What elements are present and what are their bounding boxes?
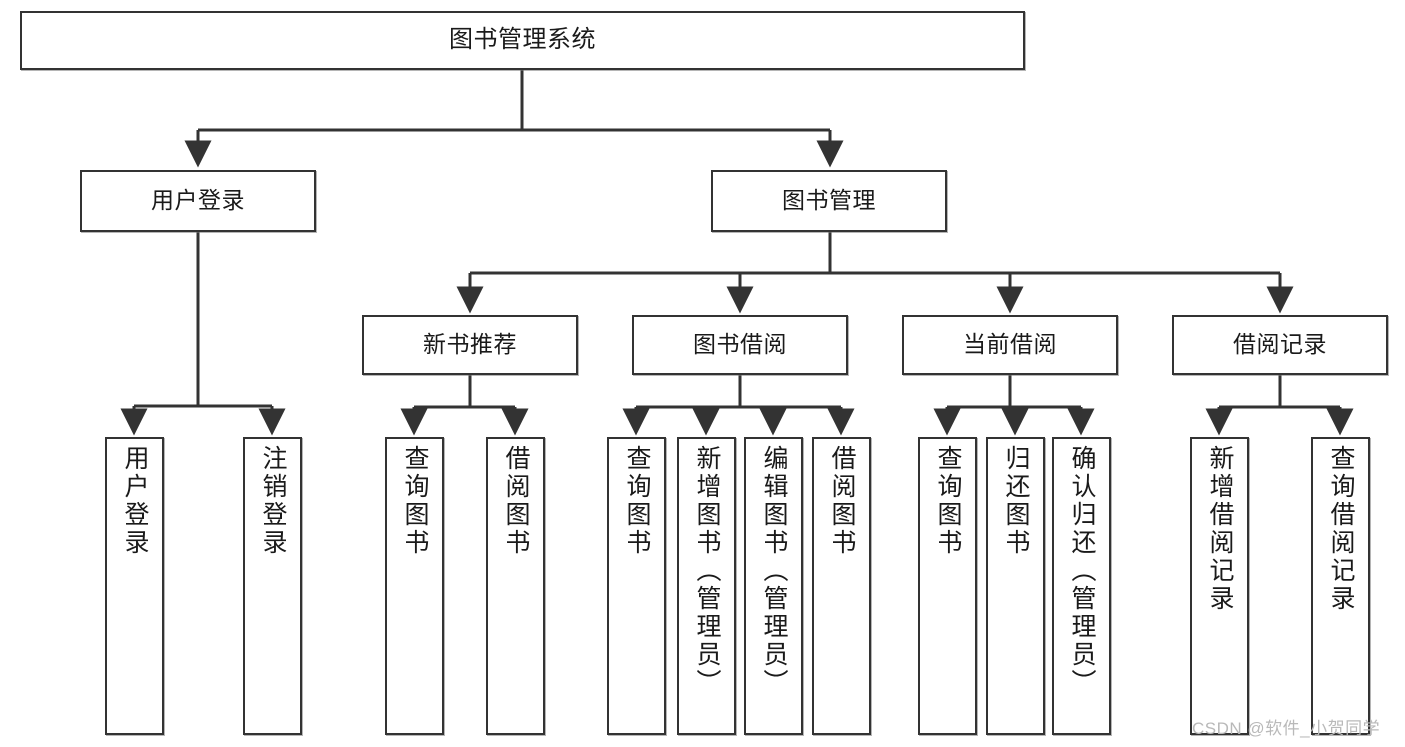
node-borrow-record-label: 借阅记录 bbox=[1233, 331, 1327, 358]
node-book-borrow-label: 图书借阅 bbox=[693, 331, 787, 358]
leaf-query-book-2[interactable]: 查询图书 bbox=[607, 437, 666, 735]
leaf-query-book-1[interactable]: 查询图书 bbox=[385, 437, 444, 735]
leaf-add-book[interactable]: 新增图书（管理员） bbox=[677, 437, 736, 735]
node-user-login-label: 用户登录 bbox=[151, 187, 245, 214]
leaf-query-book-2-label: 查询图书 bbox=[623, 445, 651, 557]
leaf-return-book-label: 归还图书 bbox=[1002, 445, 1030, 557]
leaf-user-logout-label: 注销登录 bbox=[259, 445, 287, 557]
leaf-query-book-3[interactable]: 查询图书 bbox=[918, 437, 977, 735]
node-book-manage-label: 图书管理 bbox=[782, 187, 876, 214]
leaf-query-book-3-label: 查询图书 bbox=[934, 445, 962, 557]
leaf-edit-book[interactable]: 编辑图书（管理员） bbox=[744, 437, 803, 735]
leaf-query-book-1-label: 查询图书 bbox=[401, 445, 429, 557]
node-current-borrow-label: 当前借阅 bbox=[963, 331, 1057, 358]
leaf-borrow-book-2-label: 借阅图书 bbox=[828, 445, 856, 557]
leaf-edit-book-label: 编辑图书（管理员） bbox=[760, 445, 788, 697]
leaf-add-record[interactable]: 新增借阅记录 bbox=[1190, 437, 1249, 735]
leaf-user-logout[interactable]: 注销登录 bbox=[243, 437, 302, 735]
leaf-query-record[interactable]: 查询借阅记录 bbox=[1311, 437, 1370, 735]
node-user-login[interactable]: 用户登录 bbox=[80, 170, 316, 232]
leaf-user-login-label: 用户登录 bbox=[121, 445, 149, 557]
node-root-label: 图书管理系统 bbox=[449, 26, 596, 54]
node-new-book-recommend-label: 新书推荐 bbox=[423, 331, 517, 358]
leaf-user-login[interactable]: 用户登录 bbox=[105, 437, 164, 735]
leaf-borrow-book-1-label: 借阅图书 bbox=[502, 445, 530, 557]
node-borrow-record[interactable]: 借阅记录 bbox=[1172, 315, 1388, 375]
leaf-confirm-return[interactable]: 确认归还（管理员） bbox=[1052, 437, 1111, 735]
csdn-watermark: CSDN @软件_小贺同学 bbox=[1192, 719, 1381, 738]
leaf-borrow-book-2[interactable]: 借阅图书 bbox=[812, 437, 871, 735]
leaf-confirm-return-label: 确认归还（管理员） bbox=[1068, 445, 1096, 697]
leaf-add-book-label: 新增图书（管理员） bbox=[693, 445, 721, 697]
leaf-query-record-label: 查询借阅记录 bbox=[1327, 445, 1355, 613]
node-new-book-recommend[interactable]: 新书推荐 bbox=[362, 315, 578, 375]
leaf-return-book[interactable]: 归还图书 bbox=[986, 437, 1045, 735]
node-book-manage[interactable]: 图书管理 bbox=[711, 170, 947, 232]
node-current-borrow[interactable]: 当前借阅 bbox=[902, 315, 1118, 375]
node-book-borrow[interactable]: 图书借阅 bbox=[632, 315, 848, 375]
leaf-add-record-label: 新增借阅记录 bbox=[1206, 445, 1234, 613]
node-root[interactable]: 图书管理系统 bbox=[20, 11, 1025, 70]
leaf-borrow-book-1[interactable]: 借阅图书 bbox=[486, 437, 545, 735]
